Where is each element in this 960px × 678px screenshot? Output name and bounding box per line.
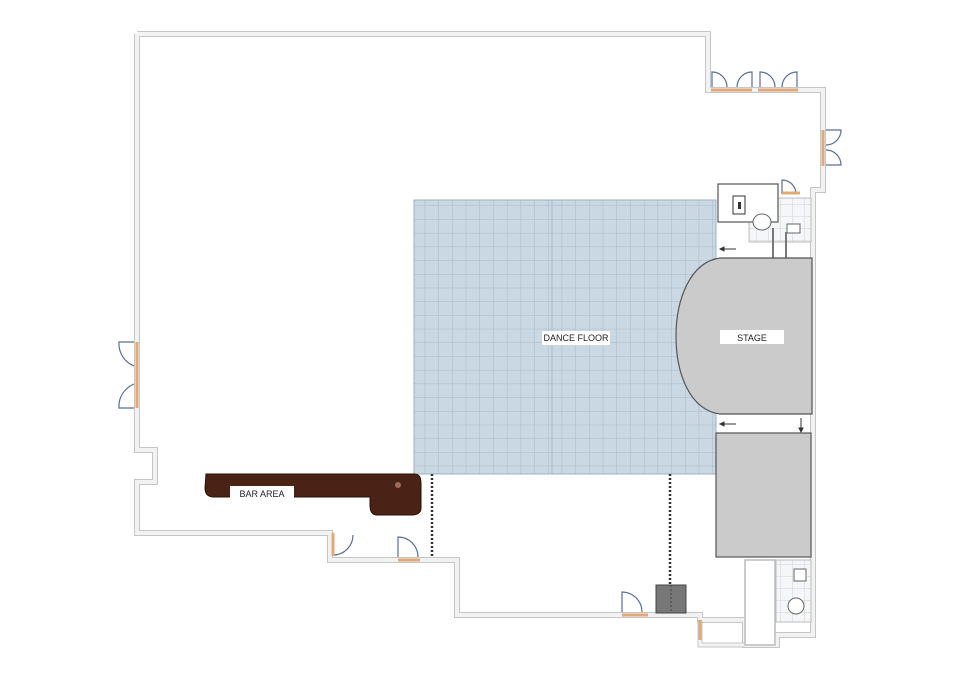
- restroom-lower: [744, 559, 812, 646]
- stage-label-box: [720, 330, 784, 344]
- toilet-icon: [787, 597, 805, 615]
- sink-icon: [793, 568, 807, 582]
- bar-area: BAR AREA: [204, 473, 422, 516]
- corridor-lower: [744, 559, 776, 646]
- bar-counter: [204, 473, 422, 516]
- dance-floor-label: DANCE FLOOR: [543, 333, 609, 343]
- door-swing-icon: [118, 71, 842, 613]
- door-frames: [135, 88, 825, 640]
- restroom-upper: [717, 183, 812, 285]
- dance-floor-label-box: [542, 331, 610, 345]
- main-wall-inner: [135, 32, 825, 647]
- lobby-wall-inner: [698, 620, 745, 647]
- storage-slot: [738, 202, 741, 209]
- stage-label: STAGE: [737, 333, 767, 343]
- toilet-icon: [752, 213, 772, 231]
- bar-area-label-box: [230, 486, 294, 500]
- bar-area-label: BAR AREA: [239, 489, 284, 499]
- lobby-wall: [697, 620, 745, 648]
- arrow-icon: [718, 246, 804, 434]
- backstage-room: [715, 432, 812, 558]
- sink-icon: [786, 223, 801, 234]
- bar-tap: [395, 482, 401, 488]
